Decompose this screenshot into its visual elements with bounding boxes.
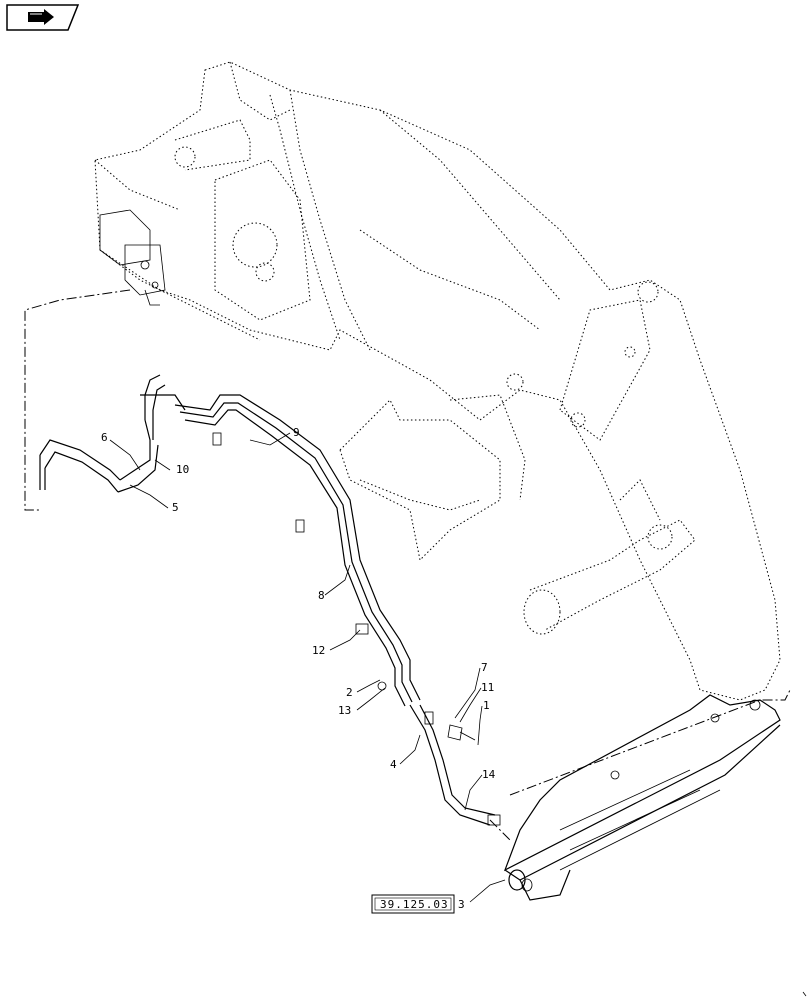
callout-10: 10 bbox=[176, 463, 189, 476]
reference-code: 39.125.03 bbox=[380, 898, 449, 911]
phantom-connection-left bbox=[24, 289, 131, 511]
callout-13: 13 bbox=[338, 704, 351, 717]
callout-labels: 6 10 5 9 8 12 2 13 7 11 1 4 14 bbox=[101, 426, 496, 781]
reference-box[interactable]: 39.125.03 3 bbox=[371, 894, 465, 914]
steel-tube-lines bbox=[174, 394, 421, 707]
phantom-connection-right bbox=[509, 689, 791, 796]
corner-mark bbox=[802, 991, 807, 997]
tube-clamps bbox=[212, 432, 369, 635]
next-page-arrow-icon bbox=[28, 9, 54, 25]
callout-8: 8 bbox=[318, 589, 325, 602]
hose-group-lower bbox=[409, 704, 501, 826]
loader-frame bbox=[94, 61, 781, 701]
callout-11: 11 bbox=[481, 681, 494, 694]
callout-5: 5 bbox=[172, 501, 179, 514]
callout-2: 2 bbox=[346, 686, 353, 699]
next-page-button[interactable] bbox=[0, 0, 80, 36]
phantom-connection-lower bbox=[489, 819, 511, 841]
hose-group-upper bbox=[39, 374, 186, 493]
callout-6: 6 bbox=[101, 431, 108, 444]
valve-block bbox=[99, 209, 166, 306]
callout-7: 7 bbox=[481, 661, 488, 674]
callout-14: 14 bbox=[482, 768, 496, 781]
leader-lines bbox=[109, 432, 506, 903]
callout-4: 4 bbox=[390, 758, 397, 771]
callout-3: 3 bbox=[458, 898, 465, 911]
callout-12: 12 bbox=[312, 644, 325, 657]
quick-coupler bbox=[503, 694, 781, 901]
callout-9: 9 bbox=[293, 426, 300, 439]
callout-1: 1 bbox=[483, 699, 490, 712]
